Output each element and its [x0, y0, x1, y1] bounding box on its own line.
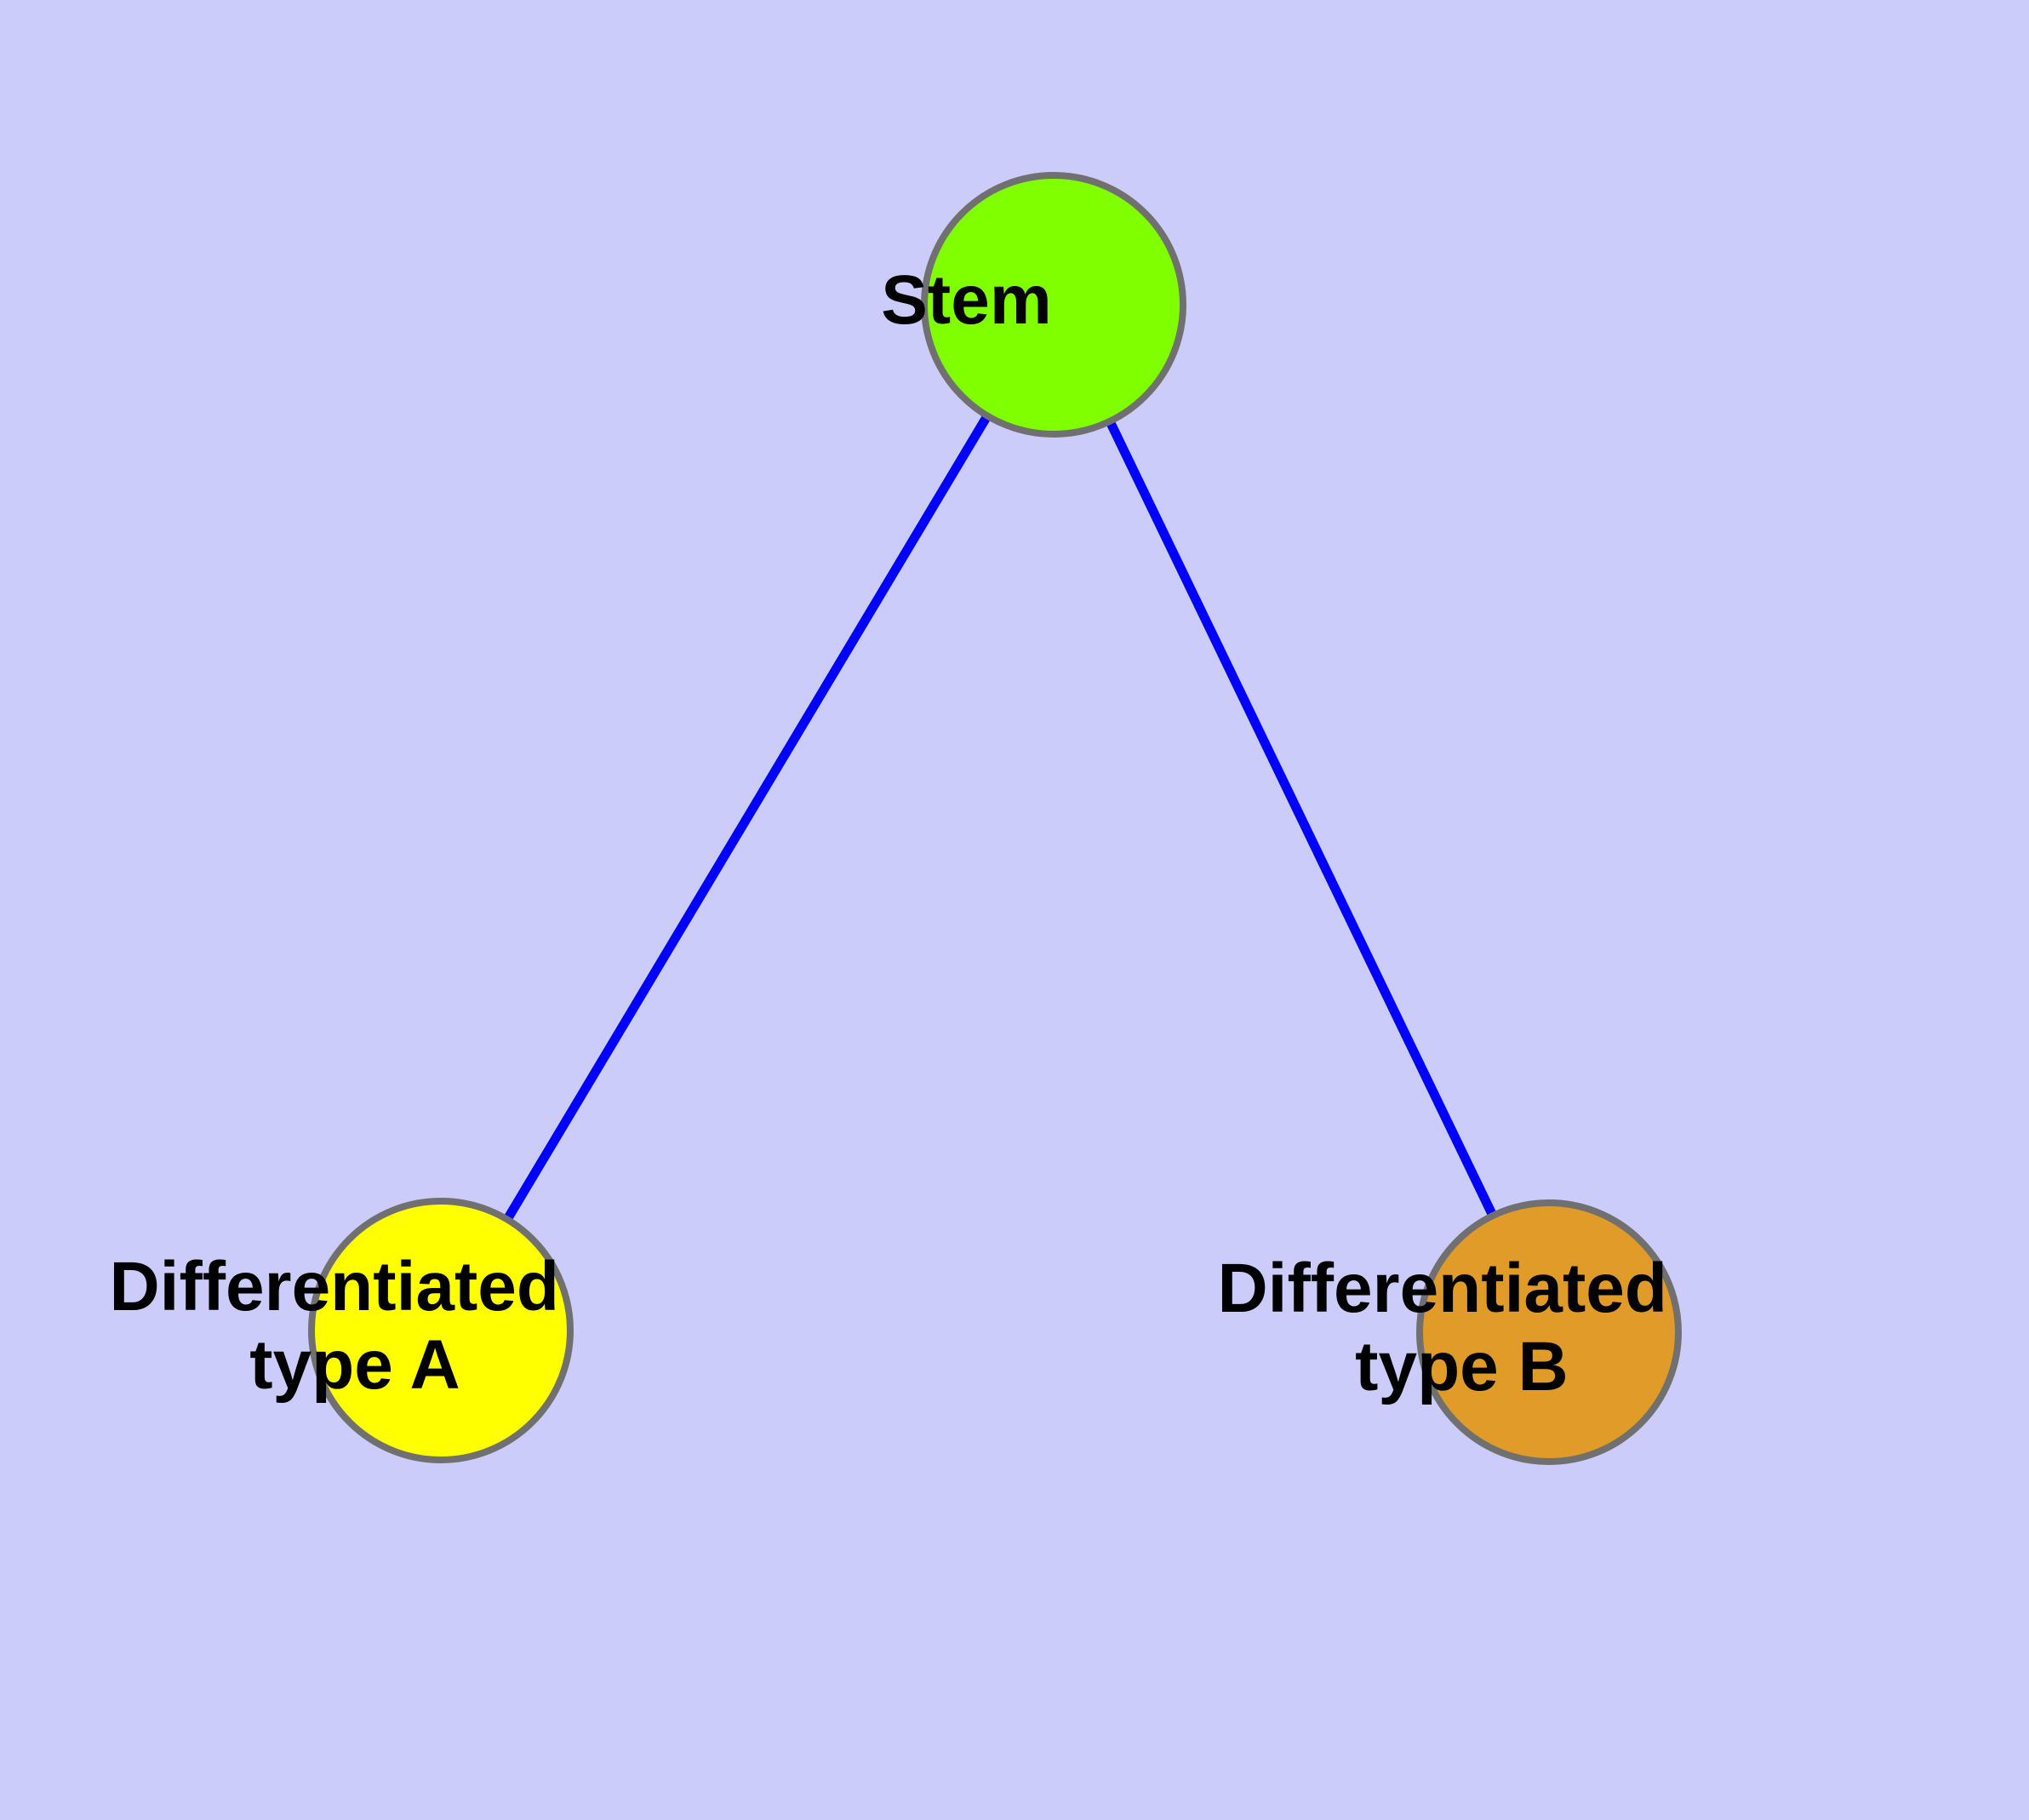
node-stem-label-line-1: Stem [881, 261, 1052, 339]
node-differentiated-type-a-label: Differentiated type A [109, 1248, 772, 1404]
node-differentiated-type-a-label-line-2: type A [249, 1326, 459, 1404]
node-differentiated-type-b-label: Differentiated type B [1217, 1250, 1880, 1405]
edges-layer [437, 302, 1553, 1335]
node-differentiated-type-b[interactable]: Differentiated type B [1217, 1199, 1880, 1465]
node-differentiated-type-b-label-line-1: Differentiated [1217, 1250, 1667, 1327]
node-differentiated-type-a[interactable]: Differentiated type A [109, 1198, 772, 1463]
nodes-layer: Stem Differentiated type A Differentiate… [109, 172, 1880, 1465]
edge-stem-to-diff-b [1049, 302, 1553, 1335]
node-differentiated-type-a-label-line-1: Differentiated [109, 1248, 559, 1325]
edge-stem-to-diff-a [437, 302, 1058, 1333]
node-differentiated-type-b-label-line-2: type B [1355, 1328, 1569, 1405]
node-stem-label: Stem [881, 261, 1226, 339]
node-differentiated-type-a-circle[interactable] [308, 1198, 574, 1463]
node-stem-circle[interactable] [921, 172, 1186, 438]
node-differentiated-type-b-circle[interactable] [1416, 1199, 1682, 1465]
node-stem[interactable]: Stem [881, 172, 1226, 438]
